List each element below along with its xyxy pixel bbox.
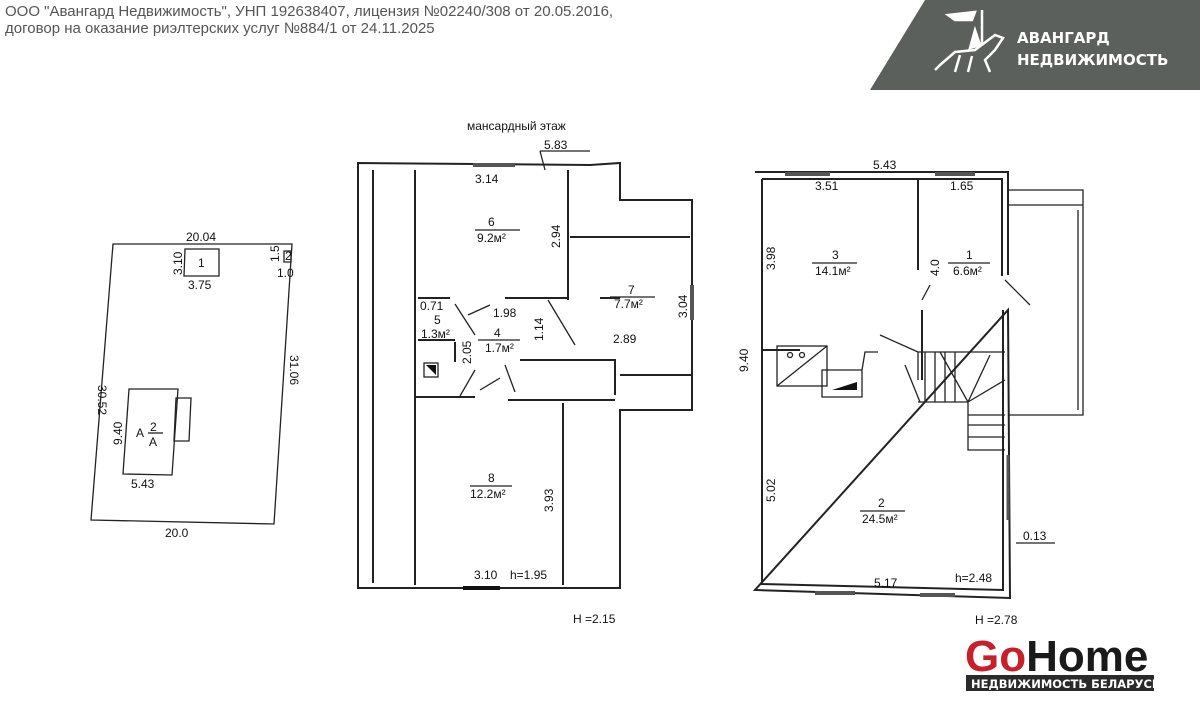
avangard-logo: АВАНГАРД НЕДВИЖИМОСТЬ bbox=[870, 0, 1200, 90]
room-area: 24.5м² bbox=[862, 512, 898, 526]
license-line-2: договор на оказание риэлтерских услуг №8… bbox=[5, 20, 435, 37]
room-area: 1.7м² bbox=[485, 341, 514, 355]
room-area: 6.6м² bbox=[953, 264, 982, 278]
attic-dim-3-93: 3.93 bbox=[542, 488, 556, 512]
attic-room-height: h=1.95 bbox=[510, 568, 547, 582]
ground-dim-3-98: 3.98 bbox=[764, 246, 778, 270]
avangard-line-1: АВАНГАРД bbox=[1017, 29, 1110, 47]
room-number: 2 bbox=[878, 496, 885, 510]
gohome-home: Home bbox=[1026, 632, 1148, 681]
room-3: 3 14.1м² bbox=[812, 248, 857, 278]
site-left-dim: 30.52 bbox=[95, 385, 109, 415]
attic-dim-0-71: 0.71 bbox=[420, 299, 444, 313]
house-letter: А bbox=[136, 426, 144, 440]
house-number: 2 bbox=[150, 420, 157, 434]
site-plan: 20.04 20.0 30.52 31.06 1 3.10 3.75 2 1.5… bbox=[90, 230, 301, 540]
gohome-go: Go bbox=[965, 632, 1026, 681]
license-line-1: ООО "Авангард Недвижимость", УНП 1926384… bbox=[5, 3, 614, 20]
outbuilding-2-width: 1.0 bbox=[277, 266, 294, 280]
ground-dim-1-65: 1.65 bbox=[950, 179, 974, 193]
ground-room-height: h=2.48 bbox=[955, 571, 992, 585]
room-area: 7.7м² bbox=[614, 297, 643, 311]
site-right-dim: 31.06 bbox=[287, 355, 301, 385]
room-area: 14.1м² bbox=[815, 264, 851, 278]
room-5: 51.3м² bbox=[421, 313, 450, 341]
knight-horse-icon bbox=[934, 10, 1005, 73]
ground-dim-5-17: 5.17 bbox=[874, 576, 898, 590]
room-1: 1 6.6м² bbox=[948, 248, 990, 278]
outbuilding-1-height: 3.10 bbox=[171, 251, 185, 275]
ground-floor-plan: 5.43 3.51 1.65 3.98 9.40 4.0 5.02 0.13 5… bbox=[737, 158, 1084, 627]
room-number: 4 bbox=[494, 326, 501, 340]
room-number: 3 bbox=[832, 248, 839, 262]
room-number: 6 bbox=[488, 215, 495, 229]
house-width-dim: 5.43 bbox=[131, 477, 155, 491]
room-area: 9.2м² bbox=[477, 231, 506, 245]
attic-floor-plan: мансардный этаж 5.83 3.14 2.94 3.04 1.98… bbox=[357, 119, 694, 626]
attic-dim-5-83: 5.83 bbox=[544, 138, 568, 152]
site-top-dim: 20.04 bbox=[186, 230, 216, 244]
attic-dim-2-94: 2.94 bbox=[549, 224, 563, 248]
attic-title: мансардный этаж bbox=[467, 119, 566, 133]
house-sub-letter: А bbox=[149, 435, 157, 449]
room-2: 2 24.5м² bbox=[860, 496, 905, 526]
attic-dim-3-14: 3.14 bbox=[475, 172, 499, 186]
outbuilding-2-label: 2 bbox=[285, 249, 292, 263]
room-number: 1 bbox=[966, 248, 973, 262]
attic-floor-height: H =2.15 bbox=[573, 612, 616, 626]
attic-dim-1-98: 1.98 bbox=[493, 306, 517, 320]
ground-dim-0-13: 0.13 bbox=[1023, 529, 1047, 543]
ground-dim-9-40: 9.40 bbox=[737, 348, 751, 372]
gohome-logo: GoHome НЕДВИЖИМОСТЬ БЕЛАРУСИ bbox=[965, 632, 1162, 691]
site-bottom-dim: 20.0 bbox=[165, 526, 189, 540]
ground-floor-height: H =2.78 bbox=[975, 613, 1018, 627]
room-8: 8 12.2м² bbox=[470, 471, 512, 501]
room-4: 41.7м² bbox=[478, 326, 520, 355]
outbuilding-1-width: 3.75 bbox=[188, 278, 212, 292]
ground-dim-5-43: 5.43 bbox=[873, 158, 897, 172]
house-height-dim: 9.40 bbox=[111, 421, 125, 445]
outbuilding-2-height: 1.5 bbox=[268, 245, 282, 262]
attic-dim-3-04: 3.04 bbox=[676, 294, 690, 318]
attic-dim-2-89: 2.89 bbox=[613, 332, 637, 346]
gohome-tagline: НЕДВИЖИМОСТЬ БЕЛАРУСИ bbox=[971, 677, 1162, 691]
attic-dim-3-10: 3.10 bbox=[474, 568, 498, 582]
ground-dim-5-02: 5.02 bbox=[764, 478, 778, 502]
outbuilding-1-label: 1 bbox=[198, 256, 205, 270]
avangard-line-2: НЕДВИЖИМОСТЬ bbox=[1017, 51, 1168, 69]
room-number: 5 bbox=[434, 313, 441, 327]
room-area: 12.2м² bbox=[470, 487, 506, 501]
room-number: 8 bbox=[488, 471, 495, 485]
attic-dim-1-14: 1.14 bbox=[532, 317, 546, 341]
room-area: 1.3м² bbox=[421, 327, 450, 341]
room-number: 7 bbox=[628, 283, 635, 297]
room-7: 77.7м² bbox=[610, 283, 655, 311]
ground-dim-4-0: 4.0 bbox=[928, 259, 942, 276]
ground-dim-3-51: 3.51 bbox=[815, 179, 839, 193]
gohome-wordmark: GoHome bbox=[965, 632, 1148, 681]
attic-dim-2-05: 2.05 bbox=[460, 340, 474, 364]
license-header: ООО "Авангард Недвижимость", УНП 1926384… bbox=[5, 3, 613, 37]
room-6: 6 9.2м² bbox=[475, 215, 520, 245]
